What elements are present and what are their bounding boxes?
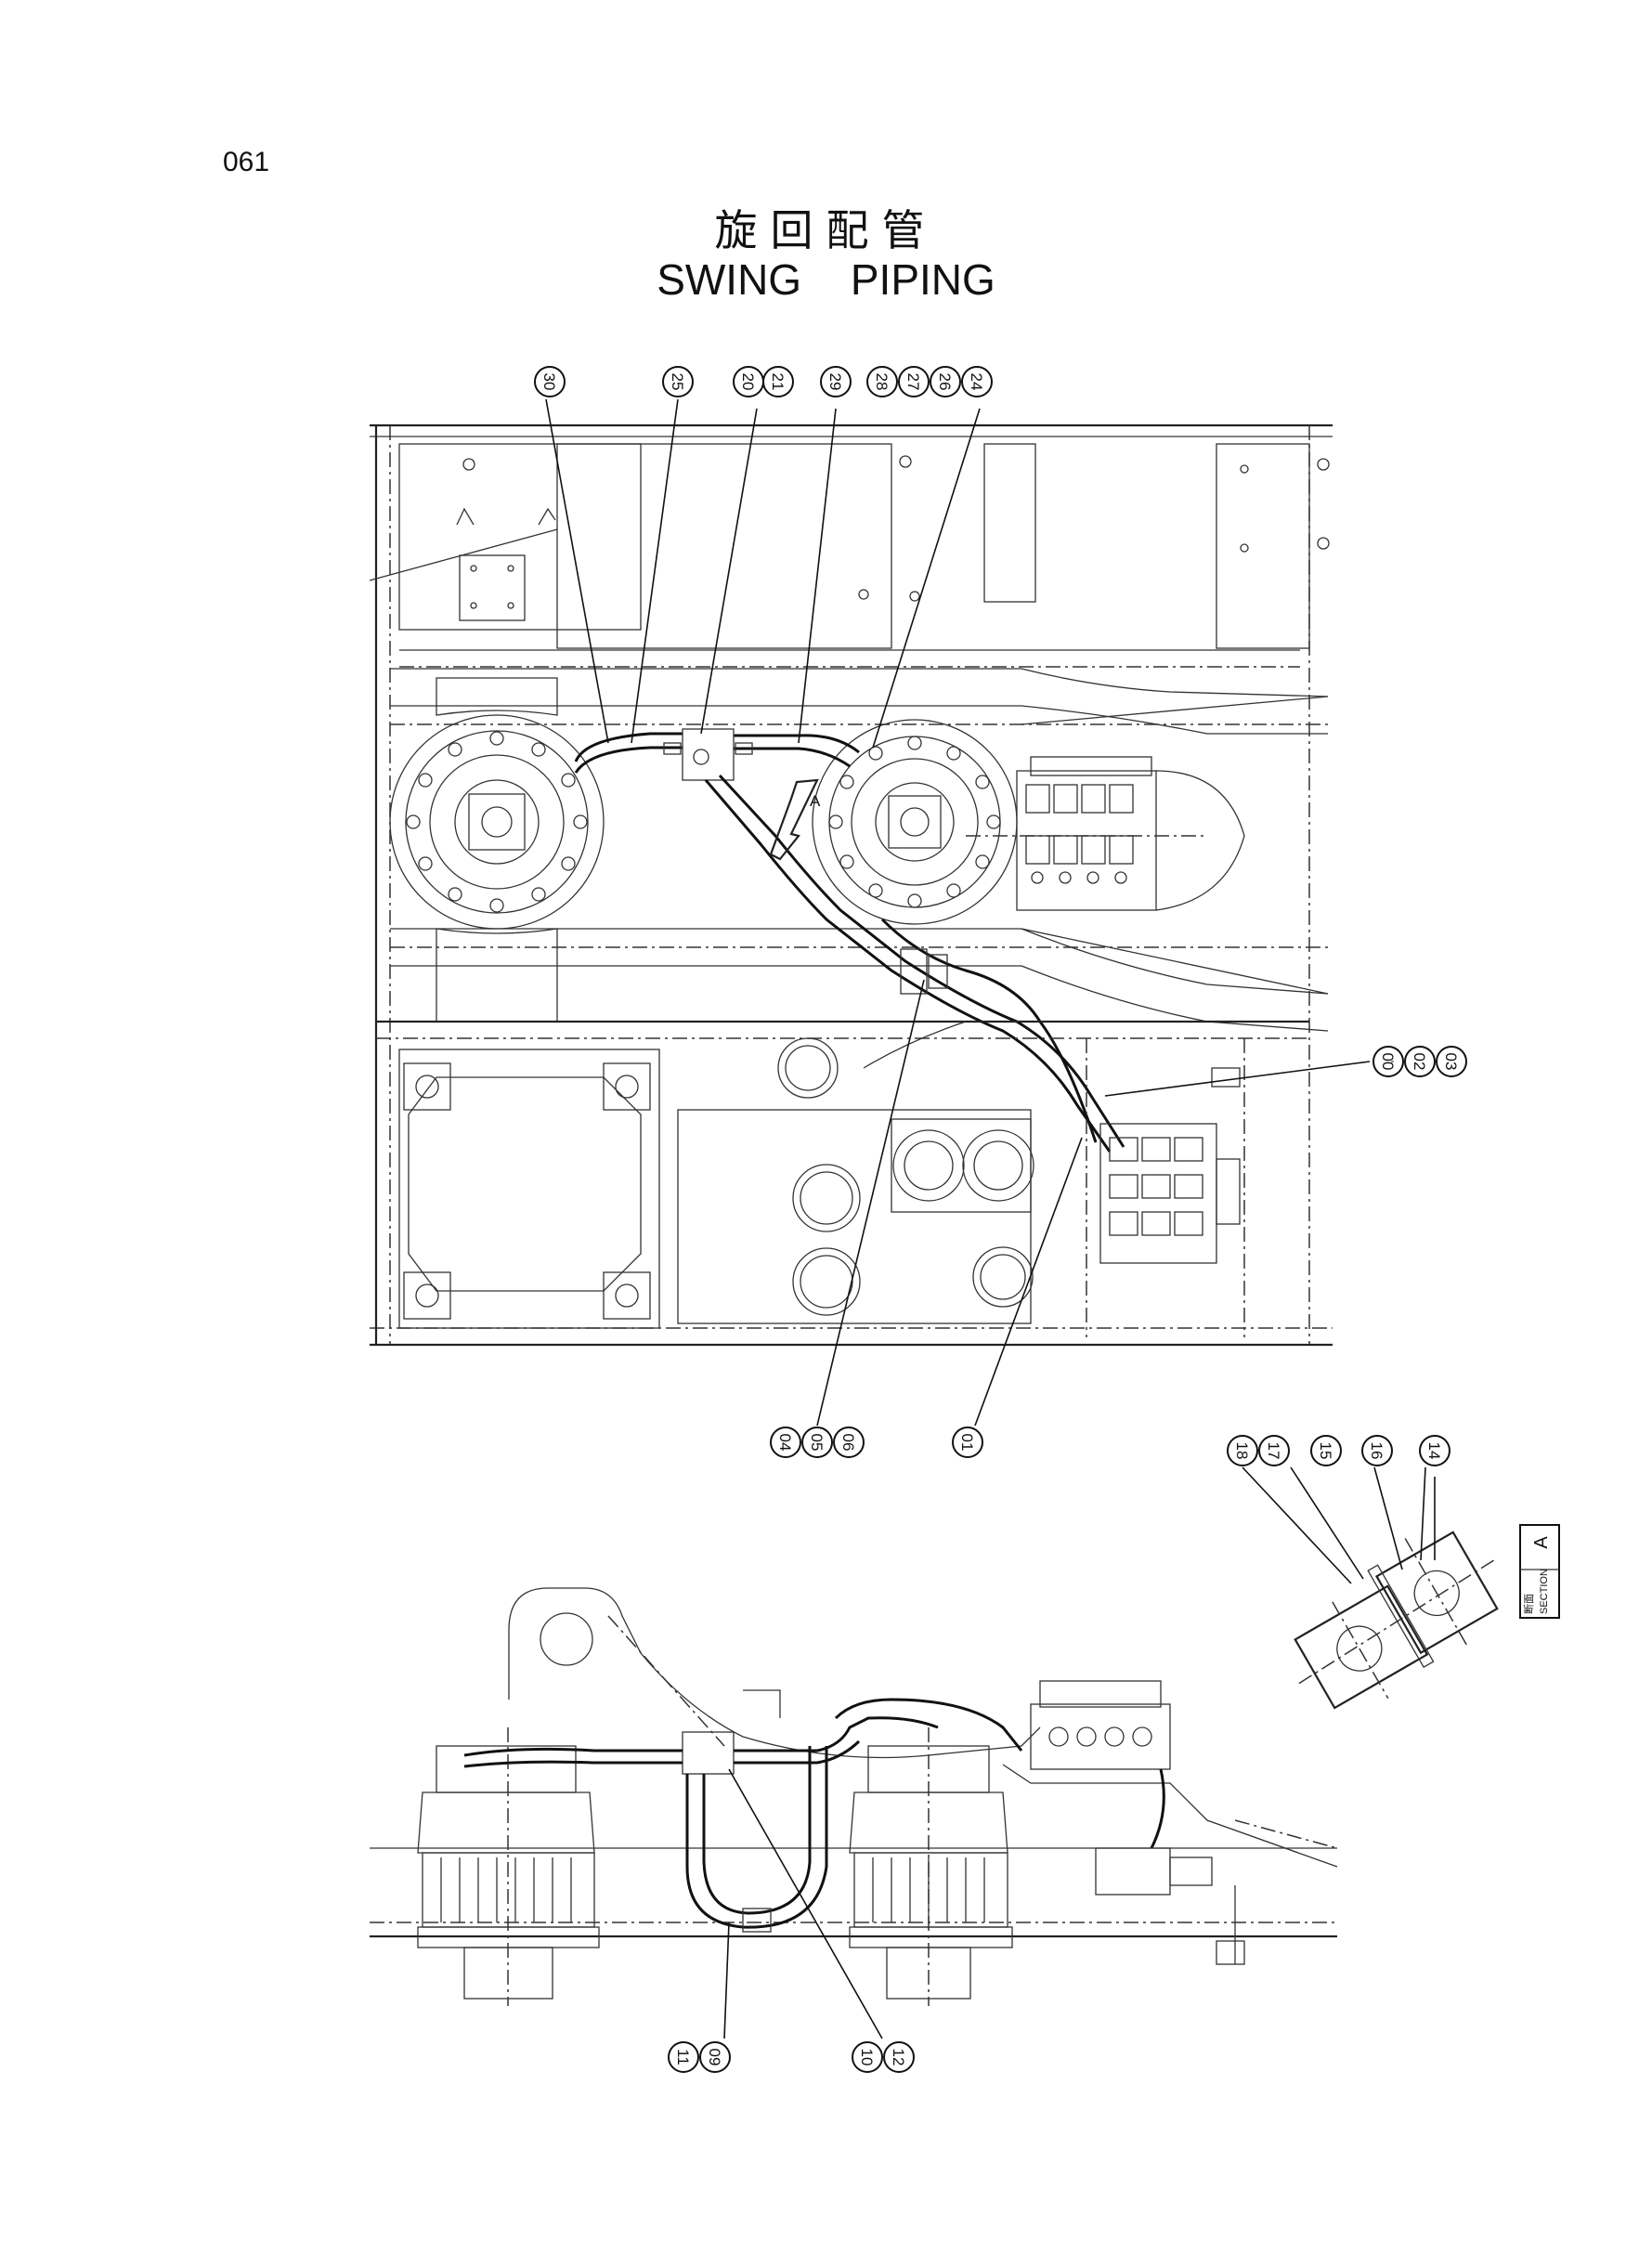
svg-text:00: 00 [1379, 1053, 1397, 1071]
svg-text:29: 29 [826, 373, 844, 391]
svg-text:14: 14 [1425, 1442, 1443, 1460]
callout-14: 14 [1419, 1435, 1450, 1466]
title-japanese: 旋回配管 [714, 205, 938, 255]
svg-text:12: 12 [890, 2049, 907, 2066]
svg-text:02: 02 [1411, 1053, 1428, 1071]
callout-02b: 02 [1404, 1046, 1436, 1077]
side-view [370, 1587, 1338, 2006]
callout-21: 21 [762, 366, 794, 397]
svg-text:24: 24 [968, 373, 985, 391]
callout-10: 10 [852, 2041, 883, 2073]
section-label-letter: A [1531, 1536, 1552, 1549]
svg-text:21: 21 [769, 373, 787, 391]
svg-text:09: 09 [706, 2049, 723, 2066]
title-english: SWING PIPING [657, 255, 995, 304]
svg-text:10: 10 [858, 2049, 876, 2066]
svg-text:05: 05 [808, 1434, 826, 1452]
page-number: 061 [223, 147, 270, 177]
svg-text:15: 15 [1317, 1442, 1334, 1460]
callout-05: 05 [801, 1427, 833, 1458]
callout-25: 25 [662, 366, 694, 397]
callout-09: 09 [699, 2041, 731, 2073]
svg-text:26: 26 [936, 373, 954, 391]
view-marker-a: A [810, 792, 821, 810]
callout-28: 28 [866, 366, 898, 397]
top-view: A [369, 423, 1333, 1347]
callout-27: 27 [898, 366, 930, 397]
section-a-detail [1294, 1531, 1499, 1710]
callout-04: 04 [770, 1427, 801, 1458]
svg-text:28: 28 [873, 373, 891, 391]
callout-18: 18 [1227, 1435, 1258, 1466]
callout-06: 06 [833, 1427, 865, 1458]
callout-03: 03 [1436, 1046, 1467, 1077]
section-a-label: 断面 SECTION A [1519, 1524, 1560, 1619]
svg-text:04: 04 [776, 1434, 794, 1452]
leader-lines [545, 398, 1436, 2039]
svg-text:27: 27 [904, 373, 922, 391]
section-label-jp: 断面 [1522, 1594, 1535, 1614]
svg-text:30: 30 [540, 373, 558, 391]
callout-24: 24 [961, 366, 993, 397]
callout-16: 16 [1361, 1435, 1393, 1466]
callout-29: 29 [820, 366, 852, 397]
callouts: 30 25 20 21 29 28 27 26 24 00 02 03 04 [534, 366, 1467, 2073]
svg-text:20: 20 [739, 373, 757, 391]
svg-text:18: 18 [1233, 1442, 1251, 1460]
callout-11: 11 [668, 2041, 699, 2073]
callout-20: 20 [733, 366, 764, 397]
svg-text:01: 01 [958, 1434, 976, 1452]
section-label-en: SECTION [1539, 1569, 1550, 1614]
callout-12: 12 [883, 2041, 915, 2073]
svg-text:03: 03 [1442, 1053, 1460, 1071]
callout-00: 00 [1372, 1046, 1404, 1077]
svg-text:11: 11 [674, 2049, 692, 2065]
svg-text:16: 16 [1368, 1442, 1385, 1460]
callout-15: 15 [1310, 1435, 1342, 1466]
svg-text:17: 17 [1265, 1442, 1282, 1460]
callout-17: 17 [1258, 1435, 1290, 1466]
callout-01: 01 [952, 1427, 983, 1458]
svg-text:06: 06 [839, 1434, 857, 1452]
svg-text:25: 25 [669, 373, 686, 391]
callout-30: 30 [534, 366, 566, 397]
callout-26: 26 [930, 366, 961, 397]
